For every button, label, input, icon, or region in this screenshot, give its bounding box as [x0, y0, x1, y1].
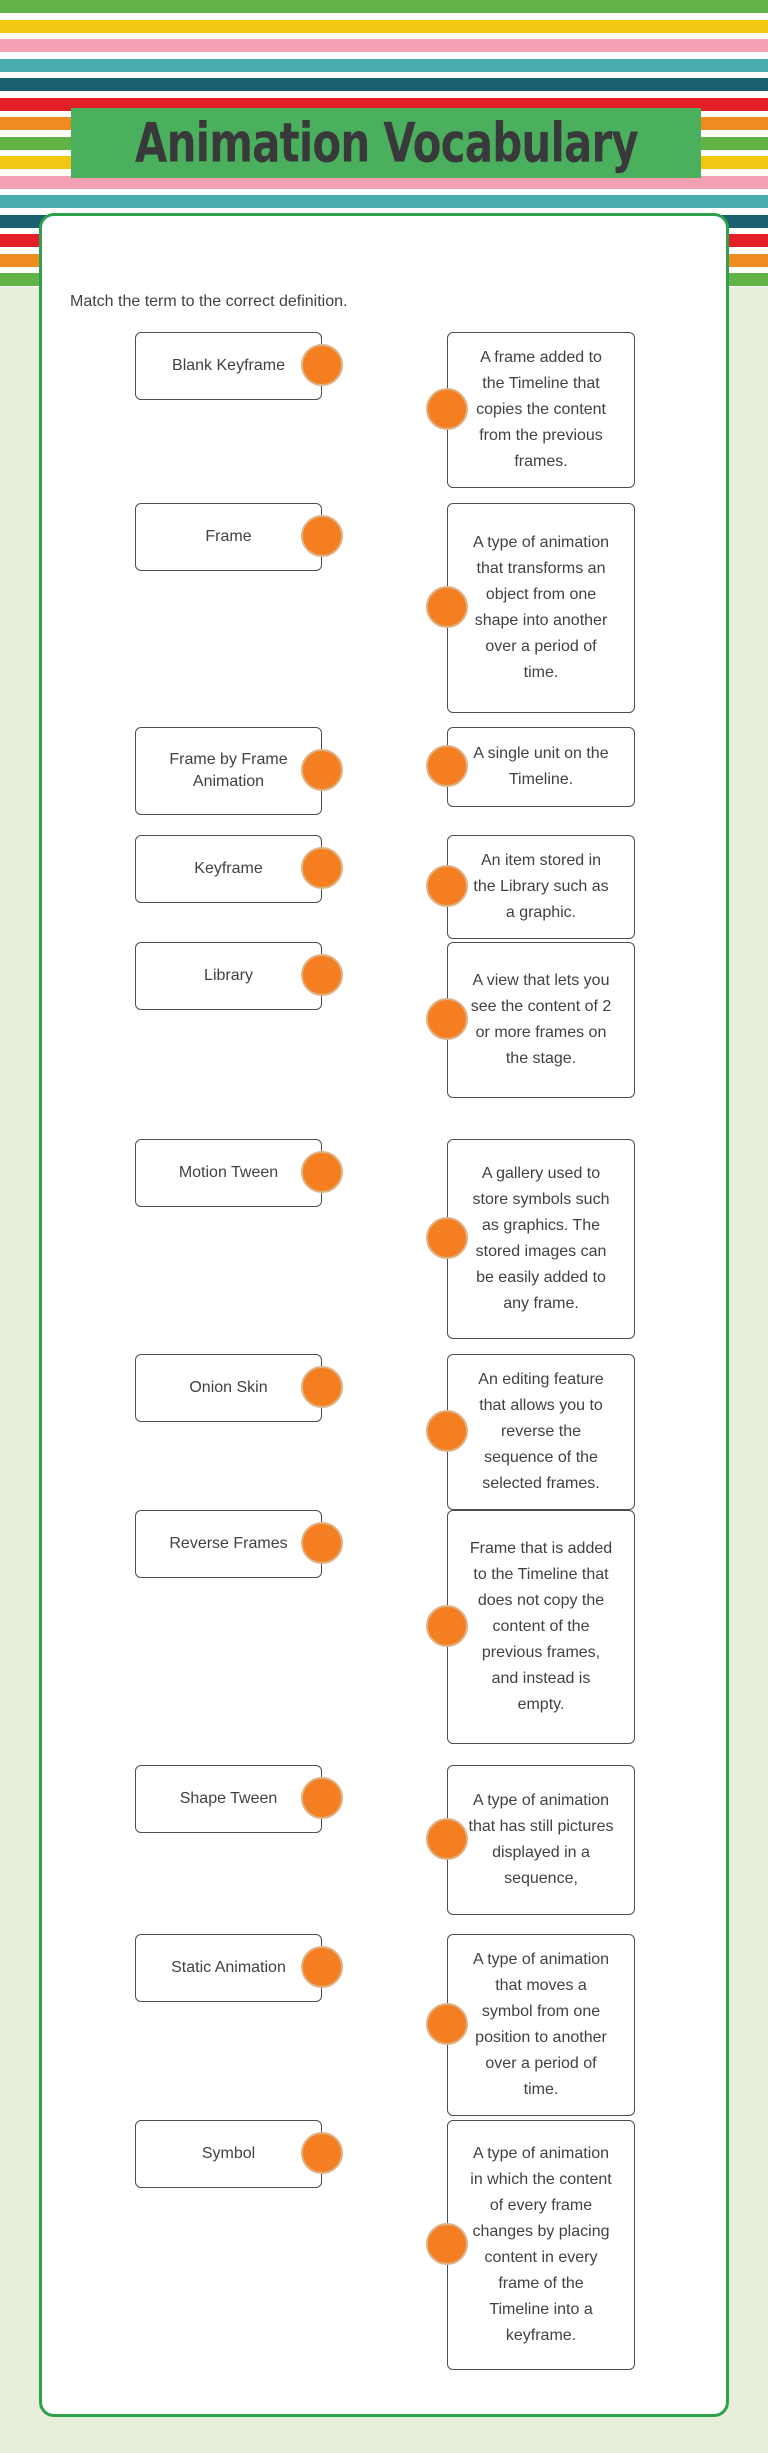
definition-text: Frame that is added to the Timeline that…	[469, 1540, 613, 1713]
stripe	[0, 78, 768, 91]
term-box: Blank Keyframe	[135, 332, 343, 400]
definition-text: A view that lets you see the content of …	[470, 972, 612, 1067]
term-connector-dot[interactable]	[301, 847, 343, 889]
definition-box: A type of animation in which the content…	[426, 2120, 635, 2370]
term-box: Keyframe	[135, 835, 343, 903]
definition-box: A type of animation that moves a symbol …	[426, 1934, 635, 2116]
term-box: Frame by Frame Animation	[135, 727, 343, 815]
term-connector-dot[interactable]	[301, 954, 343, 996]
stripe	[0, 58, 768, 72]
term-label: Frame	[205, 528, 252, 545]
term-connector-dot[interactable]	[301, 515, 343, 557]
term-box: Symbol	[135, 2120, 343, 2188]
definition-box: A single unit on the Timeline.	[426, 727, 635, 807]
definition-box: A type of animation that has still pictu…	[426, 1765, 635, 1915]
stripe	[0, 195, 768, 208]
definition-box: A type of animation that transforms an o…	[426, 503, 635, 713]
definition-connector-dot[interactable]	[426, 586, 468, 628]
term-label: Motion Tween	[178, 1164, 279, 1181]
definition-connector-dot[interactable]	[426, 2223, 468, 2265]
definition-box: An item stored in the Library such as a …	[426, 835, 635, 939]
term-connector-dot[interactable]	[301, 1522, 343, 1564]
term-connector-dot[interactable]	[301, 1946, 343, 1988]
term-box: Reverse Frames	[135, 1510, 343, 1578]
term-connector-dot[interactable]	[301, 749, 343, 791]
definition-connector-dot[interactable]	[426, 2003, 468, 2045]
definition-text: An editing feature that allows you to re…	[478, 1371, 604, 1492]
term-box: Motion Tween	[135, 1139, 343, 1207]
term-label: Frame by Frame Animation	[169, 751, 288, 790]
term-box: Onion Skin	[135, 1354, 343, 1422]
definition-connector-dot[interactable]	[426, 1605, 468, 1647]
definition-text: A gallery used to store symbols such as …	[472, 1165, 610, 1312]
term-label: Symbol	[201, 2145, 256, 2162]
definition-text: A single unit on the Timeline.	[473, 745, 609, 788]
definition-text: A type of animation that moves a symbol …	[472, 1951, 610, 2098]
definition-text: A type of animation in which the content…	[470, 2145, 612, 2344]
definition-connector-dot[interactable]	[426, 745, 468, 787]
definition-box: An editing feature that allows you to re…	[426, 1354, 635, 1510]
term-connector-dot[interactable]	[301, 1151, 343, 1193]
definition-text: A type of animation that transforms an o…	[472, 534, 610, 681]
definition-text: A type of animation that has still pictu…	[468, 1792, 614, 1887]
term-connector-dot[interactable]	[301, 1366, 343, 1408]
term-label: Shape Tween	[179, 1790, 278, 1807]
term-connector-dot[interactable]	[301, 344, 343, 386]
definition-text: An item stored in the Library such as a …	[473, 852, 609, 921]
definition-box: A view that lets you see the content of …	[426, 942, 635, 1098]
instruction-text: Match the term to the correct definition…	[70, 293, 348, 310]
stripe	[0, 39, 768, 52]
term-label: Onion Skin	[189, 1379, 268, 1396]
term-label: Library	[204, 967, 253, 984]
definition-connector-dot[interactable]	[426, 1410, 468, 1452]
definition-connector-dot[interactable]	[426, 1217, 468, 1259]
term-box: Shape Tween	[135, 1765, 343, 1833]
term-label: Blank Keyframe	[172, 357, 285, 374]
term-box: Static Animation	[135, 1934, 343, 2002]
stripe	[0, 0, 768, 13]
term-box: Frame	[135, 503, 343, 571]
definition-box: A gallery used to store symbols such as …	[426, 1139, 635, 1339]
definition-box: A frame added to the Timeline that copie…	[426, 332, 635, 488]
definition-text: A frame added to the Timeline that copie…	[476, 349, 606, 470]
definition-connector-dot[interactable]	[426, 865, 468, 907]
term-connector-dot[interactable]	[301, 2132, 343, 2174]
title-banner: Animation Vocabulary	[71, 108, 701, 178]
definition-connector-dot[interactable]	[426, 998, 468, 1040]
definition-box: Frame that is added to the Timeline that…	[426, 1510, 635, 1744]
term-connector-dot[interactable]	[301, 1777, 343, 1819]
term-label: Keyframe	[194, 860, 263, 877]
stripe	[0, 175, 768, 189]
term-box: Library	[135, 942, 343, 1010]
page-title: Animation Vocabulary	[134, 111, 638, 175]
stripe	[0, 97, 768, 111]
stripe	[0, 19, 768, 33]
term-label: Static Animation	[171, 1959, 286, 1976]
definition-connector-dot[interactable]	[426, 1818, 468, 1860]
definition-connector-dot[interactable]	[426, 388, 468, 430]
term-label: Reverse Frames	[169, 1535, 288, 1552]
